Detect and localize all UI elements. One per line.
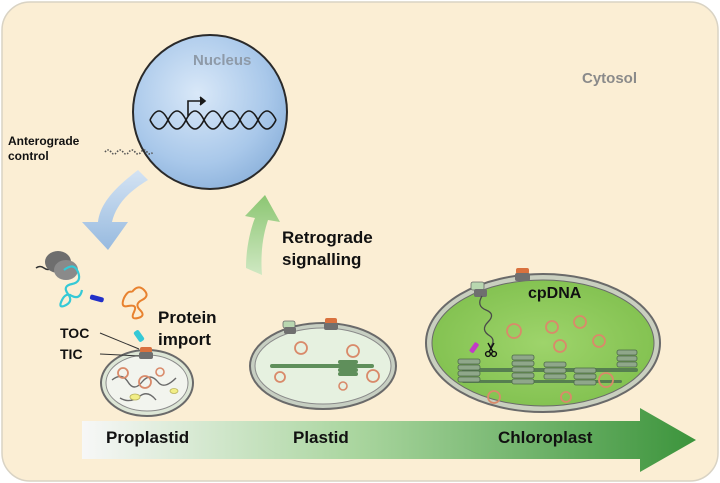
chloroplast-transporter-icon — [470, 268, 530, 297]
protein-import-label: Protein import — [158, 307, 217, 351]
transit-peptide-icon — [89, 294, 104, 303]
retrograde-label-line1: Retrograde — [282, 228, 373, 247]
anterograde-arrow — [82, 170, 148, 250]
cpdna-label: cpDNA — [528, 285, 582, 302]
chloroplast-protein-icon — [479, 295, 494, 349]
toc-pointer — [99, 332, 140, 350]
tic-label: TIC — [60, 346, 83, 362]
anterograde-label-line2: control — [8, 149, 49, 163]
protein-import-line1: Protein — [158, 308, 217, 327]
cytosol-label: Cytosol — [582, 70, 638, 87]
plastid-transporter-icon — [282, 318, 338, 334]
stage-label-chloroplast: Chloroplast — [498, 428, 593, 447]
mrna-icon — [104, 149, 154, 155]
dna-helix-icon — [149, 110, 277, 130]
plastid — [249, 322, 397, 410]
transcription-start-icon — [187, 96, 207, 116]
scissors-icon — [484, 342, 498, 358]
protein-import-line2: import — [158, 330, 211, 349]
retrograde-label-line2: signalling — [282, 250, 362, 269]
import-peptide-icon — [133, 330, 145, 342]
stage-label-proplastid: Proplastid — [106, 428, 190, 447]
chloroplast — [425, 273, 661, 413]
retrograde-signalling-label: Retrograde signalling — [282, 227, 373, 271]
retrograde-arrow — [245, 195, 280, 275]
toc-label: TOC — [60, 325, 90, 341]
cleaved-peptide-icon — [469, 342, 479, 354]
anterograde-label-line1: Anterograde — [8, 134, 80, 148]
stage-label-plastid: Plastid — [293, 428, 349, 447]
nucleus-label: Nucleus — [193, 52, 252, 69]
nascent-protein-icon — [59, 265, 84, 308]
imported-protein-icon — [121, 286, 148, 320]
anterograde-control-label: Anterograde control — [8, 134, 79, 164]
development-arrow — [82, 408, 696, 472]
tic-pointer — [99, 353, 140, 357]
proplastid — [100, 349, 194, 417]
toc-tic-complex-icon — [139, 347, 153, 359]
